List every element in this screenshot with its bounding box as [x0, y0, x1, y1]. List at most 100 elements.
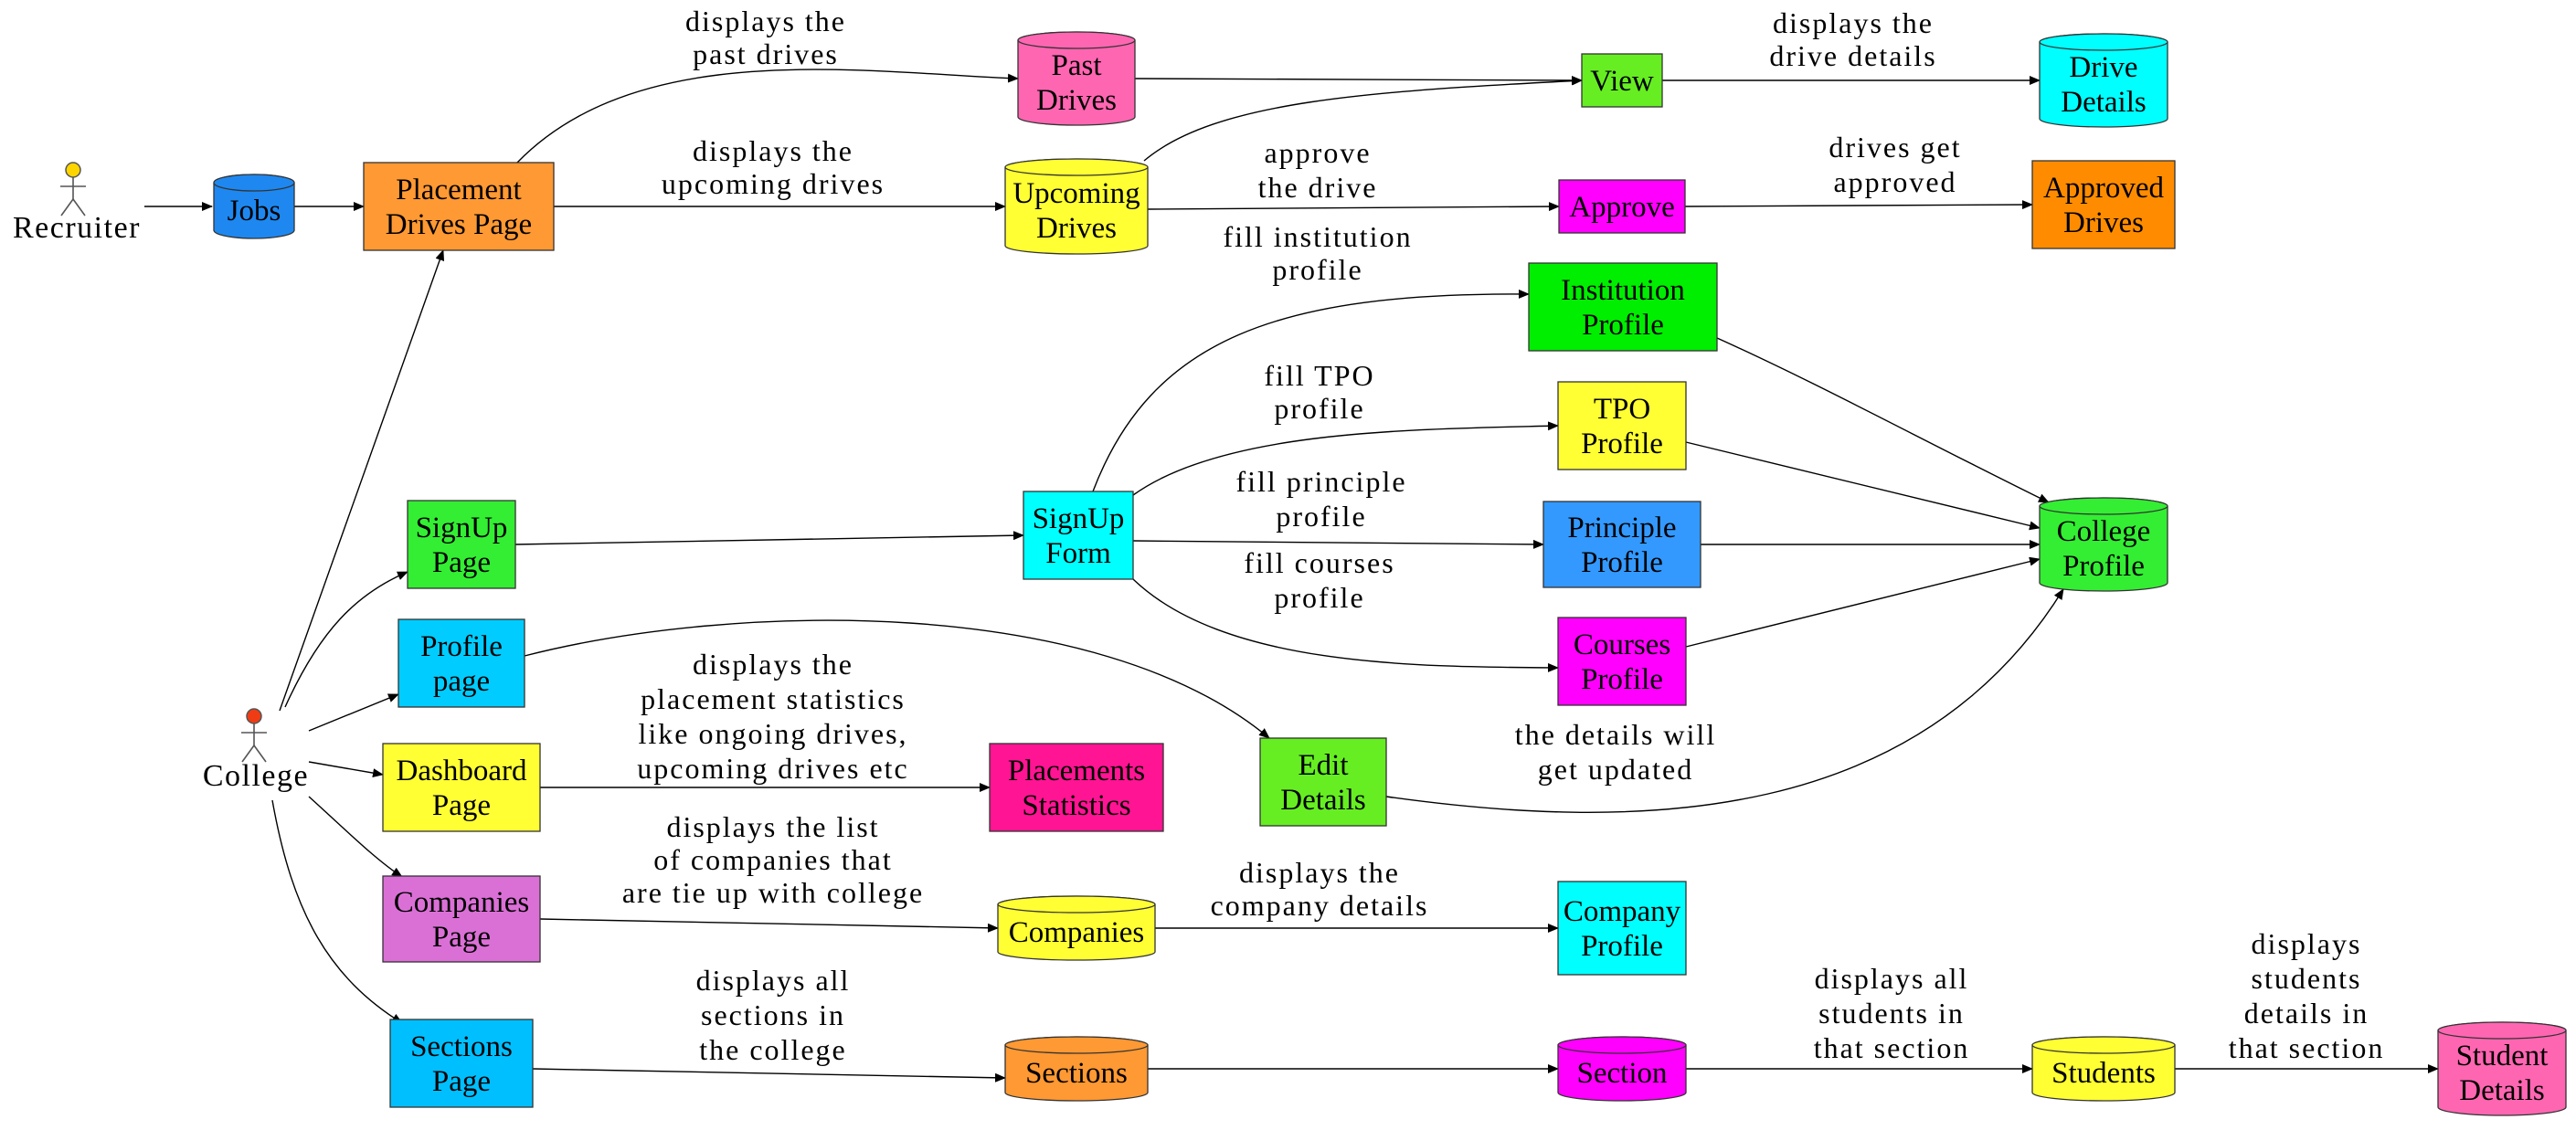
node-label-line: Profile: [1581, 428, 1663, 460]
node-label-line: SignUp: [1033, 502, 1125, 535]
node-label-line: Page: [432, 546, 491, 579]
node-label: Students: [2051, 1057, 2156, 1090]
node-companies: Companies: [997, 895, 1156, 961]
node-shape-top: [1004, 1036, 1149, 1054]
node-label-line: Page: [432, 789, 491, 822]
edge-sections-page-to-sections: [532, 1068, 1006, 1082]
edge-college-to-signup-page: [284, 571, 408, 708]
edge-label-line: profile: [1272, 253, 1362, 286]
node-shape: [1542, 501, 1701, 588]
node-shape-top: [2437, 1021, 2567, 1040]
node-label-line: Profile: [2062, 550, 2145, 583]
edge-college-to-sections-page: [271, 799, 403, 1024]
edge-placement-drives-page-to-past-drives: [516, 69, 1019, 164]
edge-label-line: drives get: [1829, 131, 1961, 164]
edge-label-line: displays: [2252, 927, 2362, 960]
actor-label: Recruiter: [13, 211, 141, 245]
edge-label-line: displays the list: [666, 810, 879, 843]
edge-label-line: fill institution: [1223, 220, 1412, 253]
node-label-line: Dashboard: [397, 755, 527, 787]
node-shape-top: [1004, 158, 1149, 176]
node-shape: [1557, 881, 1687, 976]
edge-upcoming-drives-to-approve: [1147, 202, 1560, 212]
edge-label-line: that section: [2229, 1031, 2385, 1064]
edge-label-line: upcoming drives etc: [637, 752, 908, 785]
node-label-line: TPO: [1594, 393, 1650, 426]
node-shape-top: [1017, 31, 1136, 49]
node-label-line: Jobs: [228, 195, 281, 227]
node-shape: [1023, 491, 1134, 580]
edge-label-line: displays the: [693, 648, 853, 681]
edge-signup-form-to-institution-profile: [1092, 289, 1530, 492]
edge-label-line: displays the: [693, 134, 853, 167]
node-label-line: View: [1590, 65, 1654, 98]
actor-figure-icon: [241, 708, 267, 763]
actor-right-leg: [253, 745, 267, 763]
edge-college-to-profile-page: [308, 693, 399, 732]
node-label-line: Principle: [1567, 512, 1676, 544]
node-label: Section: [1577, 1057, 1668, 1090]
actor-label: College: [203, 759, 309, 793]
edge-label-line: profile: [1274, 392, 1364, 425]
node-shape-top: [2039, 497, 2168, 515]
edge-upcoming-drives-to-view: [1143, 76, 1583, 162]
edge-label-line: displays all: [696, 964, 851, 997]
edge-signup-form-to-principle-profile: [1132, 539, 1544, 549]
node-approve: Approve: [1558, 179, 1686, 234]
edge-courses-profile-to-college-profile: [1685, 556, 2041, 648]
edge-label-line: displays the: [1773, 6, 1934, 39]
node-label-line: Edit: [1299, 749, 1349, 782]
node-shape: [382, 743, 541, 832]
node-shape-top: [1557, 1036, 1687, 1054]
edge-label-line: approve: [1264, 136, 1371, 169]
node-label-line: page: [433, 665, 490, 698]
edge-label-line: upcoming drives: [662, 167, 885, 200]
edge-college-to-companies-page: [308, 796, 403, 878]
actor-recruiter: Recruiter: [13, 162, 141, 245]
node-label-line: College: [2057, 515, 2151, 548]
actor-head: [246, 708, 262, 724]
node-label-line: Upcoming: [1012, 177, 1140, 210]
node-label-line: Approved: [2043, 172, 2164, 205]
edge-companies-page-to-companies: [539, 918, 999, 933]
node-shape: [1557, 617, 1687, 706]
node-shape: [989, 743, 1164, 832]
node-label-line: Profile: [1581, 546, 1663, 579]
edge-signup-page-to-signup-form: [514, 531, 1024, 545]
actor-left-leg: [241, 745, 255, 763]
node-label-line: Details: [2061, 86, 2146, 119]
node-label-line: Companies: [1009, 916, 1144, 949]
edge-edit-details-to-college-profile: [1385, 588, 2064, 813]
node-shape: [1558, 179, 1686, 234]
node-label-line: Sections: [1025, 1057, 1128, 1090]
edge-label-line: fill courses: [1244, 546, 1394, 579]
node-label-line: Drives: [2063, 206, 2144, 239]
actor-figure-icon: [60, 162, 86, 216]
node-label-line: Courses: [1574, 628, 1670, 661]
edge-label-line: details in: [2244, 997, 2369, 1030]
node-shape-top: [2031, 1036, 2176, 1054]
node-label-line: Sections: [410, 1030, 513, 1063]
